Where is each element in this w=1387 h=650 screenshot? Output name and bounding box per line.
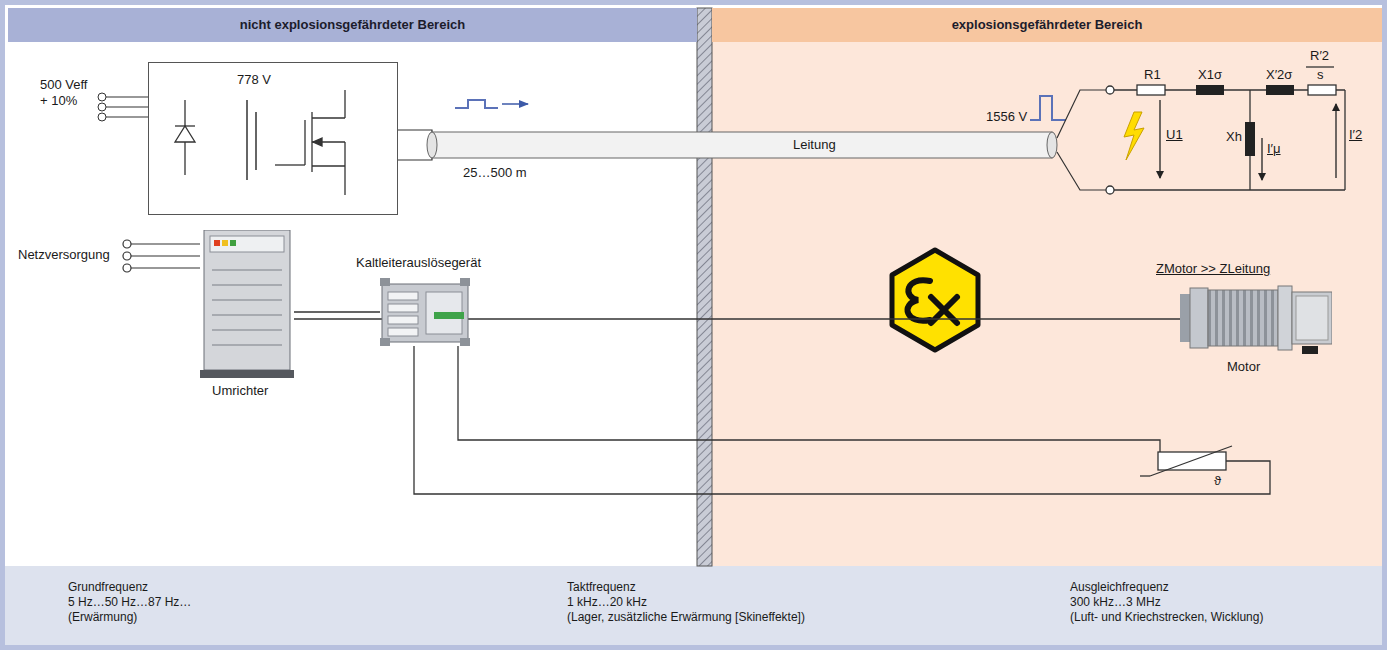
label: 500 Veff	[40, 78, 87, 93]
cable-leads	[1057, 90, 1106, 190]
node-illustration	[380, 278, 470, 346]
converter-wires	[106, 97, 148, 117]
label: Leitung	[790, 138, 839, 153]
separation-wall	[697, 8, 712, 566]
node-text: 778 V	[237, 73, 271, 88]
node-box: Grundfrequenz5 Hz…50 Hz…87 Hz…(Erwärmung…	[5, 566, 1382, 645]
signal-line	[294, 311, 380, 313]
node-box: explosionsgefährdeter Bereich	[712, 8, 1382, 42]
sensor-wires	[414, 346, 1270, 494]
node-text: Grundfrequenz	[68, 581, 148, 595]
node-text: 300 kHz…3 MHz	[1070, 596, 1161, 610]
node-text: Ausgleichfrequenz	[1070, 581, 1169, 595]
label: X′2σ	[1266, 68, 1292, 83]
node-text: Taktfrequenz	[567, 581, 636, 595]
panel	[5, 5, 1382, 645]
label: 25…500 m	[463, 166, 527, 181]
capacitor-symbol	[247, 100, 256, 180]
label: ϑ	[1214, 474, 1221, 489]
node-text: Kaltleiterauslösegerät	[356, 256, 481, 271]
spark-symbol	[1124, 112, 1144, 160]
node-text: (Lager, zusätzliche Erwärmung [Skineffek…	[567, 611, 805, 625]
reactance-symbols	[1196, 85, 1294, 156]
terminal	[98, 103, 106, 111]
equivalent-circuit	[1106, 67, 1345, 194]
label: ZMotor >> ZLeitung	[1156, 262, 1270, 277]
region-heading: nicht explosionsgefährdeter Bereich	[240, 18, 465, 33]
hazard-area	[712, 42, 1382, 566]
node-text: (Erwärmung)	[68, 611, 137, 625]
label: U1	[1166, 128, 1183, 143]
label: Netzversorgung	[18, 248, 110, 263]
label: 1556 V	[986, 110, 1027, 125]
label: X1σ	[1198, 68, 1222, 83]
pulse-symbol	[455, 96, 1066, 120]
transistor-symbol	[275, 90, 345, 195]
node-text: 1 kHz…20 kHz	[567, 596, 647, 610]
node-text: (Luft- und Kriechstrecken, Wicklung)	[1070, 611, 1263, 625]
node-box: Kaltleiterauslösegerät	[380, 278, 470, 346]
cable	[427, 132, 1057, 158]
label: R1	[1144, 68, 1161, 83]
label: + 10%	[40, 94, 77, 109]
node-box: Umrichter	[200, 230, 294, 378]
region-heading: explosionsgefährdeter Bereich	[952, 18, 1143, 33]
node-text: Umrichter	[212, 384, 268, 399]
thermistor-symbol	[1140, 446, 1232, 476]
mains-terminals	[123, 240, 200, 272]
label: I′μ	[1267, 142, 1281, 157]
node-box: 778 V	[148, 62, 398, 215]
node-illustration	[1180, 284, 1332, 354]
bottom-band	[5, 566, 1382, 645]
label: Xh	[1226, 130, 1242, 145]
label: R′2	[1310, 49, 1329, 64]
node-illustration	[200, 230, 294, 378]
terminal	[98, 113, 106, 121]
node-text: Motor	[1227, 360, 1260, 375]
label: I′2	[1349, 128, 1362, 143]
label: s	[1317, 68, 1324, 83]
diode-symbol	[175, 100, 195, 175]
current-arrows	[1160, 100, 1336, 180]
node-box: nicht explosionsgefährdeter Bereich	[8, 8, 697, 42]
node-text: 5 Hz…50 Hz…87 Hz…	[68, 596, 191, 610]
terminal	[98, 93, 106, 101]
node-box: Motor	[1180, 284, 1332, 354]
ex-symbol	[892, 250, 978, 350]
